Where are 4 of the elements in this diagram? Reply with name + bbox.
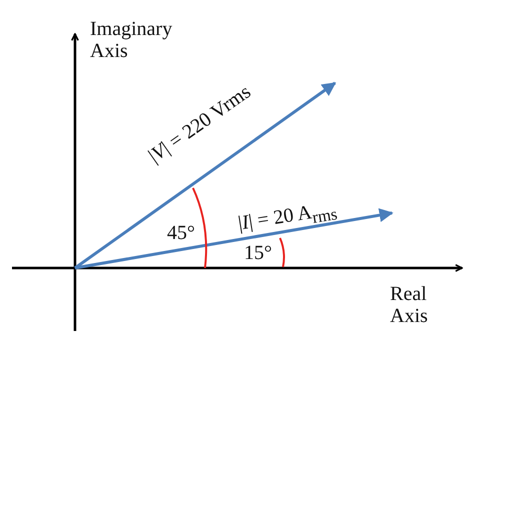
angle-label: 15° bbox=[244, 242, 272, 264]
axis-label: Real Axis bbox=[390, 283, 428, 327]
axis-label: Imaginary Axis bbox=[90, 18, 172, 62]
angle-label: 45° bbox=[167, 222, 195, 244]
